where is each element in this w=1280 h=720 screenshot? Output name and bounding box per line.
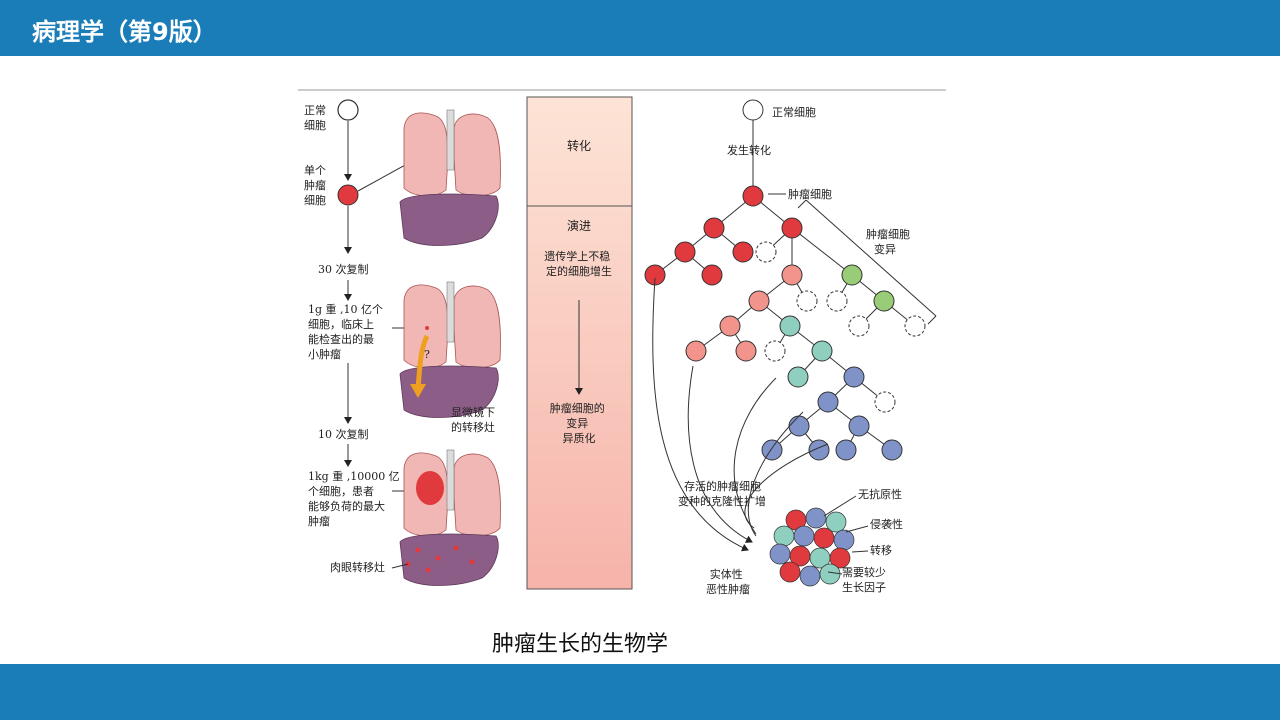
left-single-tumor-label: 单个 肿瘤 细胞 — [304, 164, 330, 207]
microscopic-mets-label: 显微镜下 的转移灶 — [451, 405, 499, 434]
lungs-liver-stage-1 — [399, 109, 501, 246]
surviving-clones-label: 存活的肿瘤细胞 变种的克隆性扩增 — [678, 479, 766, 508]
question-mark: ? — [424, 348, 430, 361]
tumor-cell-node — [781, 264, 803, 286]
tumor-cell-node — [841, 264, 863, 286]
tumor-cell-node — [674, 241, 696, 263]
no-antigenicity-label: 无抗原性 — [858, 487, 902, 501]
tumor-cell-node — [788, 415, 810, 437]
lungs-liver-stage-3 — [399, 449, 501, 586]
transformation-label: 转化 — [567, 138, 591, 153]
stage-1kg-label: 1kg 重 ,10000 亿 个细胞，患者 能够负荷的最大 肿瘤 — [308, 469, 403, 528]
single-tumor-cell-icon — [337, 184, 359, 206]
left-normal-cell-label: 正常 细胞 — [304, 104, 330, 132]
replication-30-label: 30 次复制 — [318, 262, 369, 276]
stage-1g-label: 1g 重 ,10 亿个 细胞，临床上 能检查出的最 小肿瘤 — [308, 302, 387, 361]
figure-caption: 肿瘤生长的生物学 — [492, 632, 669, 657]
footer-bar — [0, 664, 1280, 720]
tumor-cell-node — [873, 290, 895, 312]
tumor-cell-node — [781, 217, 803, 239]
tumor-variants-label: 肿瘤细胞 变异 — [866, 227, 914, 256]
tumor-cell-node — [835, 439, 857, 461]
tumor-cell-node — [808, 439, 830, 461]
gross-mets-label: 肉眼转移灶 — [330, 560, 385, 574]
dead-cell-node — [764, 340, 786, 362]
normal-cell-icon — [337, 99, 359, 121]
transformed-label: 发生转化 — [727, 143, 771, 157]
tumor-cell-node — [742, 185, 764, 207]
dead-cell-node — [755, 241, 777, 263]
tumor-cell-node — [735, 340, 757, 362]
lineage-edge — [791, 227, 853, 276]
tumor-cell-node — [811, 340, 833, 362]
solid-tumor-mass — [769, 507, 855, 587]
tumor-cell-node — [748, 290, 770, 312]
lungs-liver-stage-2: ? — [399, 281, 501, 418]
tumor-cell-node — [881, 439, 903, 461]
lineage-cells — [644, 99, 926, 461]
header-bar: 病理学（第9版） — [0, 0, 1280, 56]
tumor-cell-node — [685, 340, 707, 362]
metastasis-label: 转移 — [870, 543, 892, 557]
page-title: 病理学（第9版） — [32, 18, 217, 46]
genetic-instability-label: 遗传学上不稳 定的细胞增生 — [544, 249, 614, 278]
tumor-growth-figure: 正常 细胞 单个 肿瘤 细胞 30 次复制 1g 重 ,10 亿个 细胞，临床上… — [296, 88, 948, 608]
tumor-cell-label: 肿瘤细胞 — [788, 187, 832, 201]
tumor-cell-node — [848, 415, 870, 437]
invasiveness-label: 侵袭性 — [870, 517, 903, 531]
tumor-cell-node — [843, 366, 865, 388]
dead-cell-node — [796, 290, 818, 312]
solid-malignant-label: 实体性 恶性肿瘤 — [706, 567, 750, 596]
dead-cell-node — [874, 391, 896, 413]
tumor-cell-node — [787, 366, 809, 388]
tumor-growth-diagram: 正常 细胞 单个 肿瘤 细胞 30 次复制 1g 重 ,10 亿个 细胞，临床上… — [298, 89, 946, 596]
growth-factors-label: 需要较少 生长因子 — [842, 565, 890, 594]
tumor-cell-node — [703, 217, 725, 239]
replication-10-label: 10 次复制 — [318, 427, 369, 441]
tumor-cell-node — [817, 391, 839, 413]
dead-cell-node — [826, 290, 848, 312]
tumor-cell-node — [779, 315, 801, 337]
dead-cell-node — [848, 315, 870, 337]
heterogeneity-label: 肿瘤细胞的 变异 异质化 — [550, 401, 609, 445]
normal-cell-node — [742, 99, 764, 121]
tumor-cell-node — [732, 241, 754, 263]
dead-cell-node — [904, 315, 926, 337]
tumor-cell-node — [701, 264, 723, 286]
right-normal-cell-label: 正常细胞 — [772, 106, 816, 119]
tumor-cell-node — [719, 315, 741, 337]
progression-label: 演进 — [567, 218, 591, 233]
tumor-cell-node — [761, 439, 783, 461]
